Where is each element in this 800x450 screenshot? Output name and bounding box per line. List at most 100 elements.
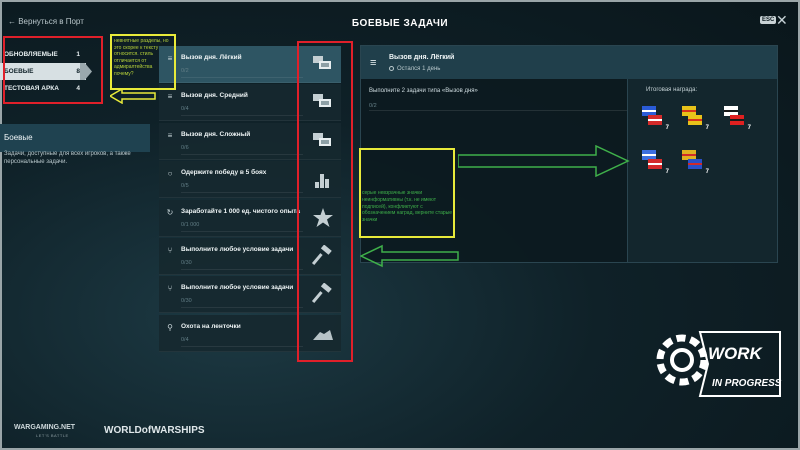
fork-icon: ⑂ bbox=[167, 245, 173, 255]
bars-icon bbox=[312, 168, 334, 190]
task-name: Вызов дня. Средний bbox=[181, 92, 248, 100]
category-description: Задачи, доступные для всех игроков, а та… bbox=[4, 151, 131, 165]
time-left: Остался 1 день bbox=[389, 66, 440, 72]
star-icon bbox=[312, 207, 334, 229]
task-row[interactable]: ⑂ Выполните любое условие задачи 0/30 bbox=[159, 276, 341, 314]
task-name: Вызов дня. Лёгкий bbox=[181, 54, 242, 61]
category-menu: ОБНОВЛЯЕМЫЕ 1 БОЕВЫЕ 8 ТЕСТОВАЯ АРКА 4 bbox=[0, 46, 86, 97]
back-to-port-link[interactable]: ← Вернуться в Порт bbox=[8, 17, 84, 26]
detail-condition: Выполните 2 задачи типа «Вызов дня» bbox=[369, 88, 478, 94]
task-progress-bar bbox=[181, 268, 303, 270]
page-title: БОЕВЫЕ ЗАДАЧИ bbox=[351, 18, 449, 29]
annotation-red-box-categories bbox=[3, 36, 103, 104]
annotation-yellow-box-text bbox=[110, 34, 176, 90]
annotation-yellow-arrow-icon bbox=[110, 88, 156, 104]
annotation-yellow-note: невнятные разделы, но это скорее к текст… bbox=[114, 38, 169, 77]
task-name: Выполните любое условие задачи bbox=[181, 245, 294, 253]
task-row[interactable]: ≡ Вызов дня. Сложный 0/6 bbox=[159, 122, 341, 160]
task-progress-bar bbox=[181, 77, 303, 78]
category-title: Боевые bbox=[4, 133, 33, 142]
task-progress: 0/30 bbox=[181, 298, 192, 305]
fork-icon: ⑂ bbox=[167, 284, 173, 294]
wargaming-logo: WARGAMING.NET bbox=[14, 424, 76, 431]
circle-icon: ○ bbox=[167, 169, 173, 179]
category-label: БОЕВЫЕ bbox=[4, 68, 34, 75]
wip-title: WORK bbox=[708, 344, 762, 363]
annotation-green-arrow-left-icon bbox=[360, 244, 459, 268]
task-name: Охота на ленточки bbox=[181, 322, 241, 330]
annotation-green-arrow-right-icon bbox=[458, 145, 630, 177]
wip-subtitle: IN PROGRESS bbox=[712, 378, 782, 389]
signal-flag-5[interactable]: 7 bbox=[680, 148, 709, 175]
esc-badge[interactable]: ESC bbox=[760, 16, 777, 24]
menu-icon: ≡ bbox=[167, 54, 173, 63]
task-name: Заработайте 1 000 ед. чистого опыта bbox=[181, 207, 301, 215]
refresh-icon: ↻ bbox=[166, 207, 174, 217]
task-name: Вызов дня. Сложный bbox=[181, 130, 251, 138]
category-count: 8 bbox=[76, 68, 80, 75]
annotation-red-box-icons bbox=[297, 41, 353, 362]
world-of-warships-logo: WORLDofWARSHIPS bbox=[104, 425, 205, 436]
time-left-text: Остался 1 день bbox=[397, 66, 441, 72]
flags-icon bbox=[312, 91, 334, 113]
task-name: Выполните любое условие задачи bbox=[181, 284, 294, 292]
category-label: ТЕСТОВАЯ АРКА bbox=[4, 85, 59, 92]
task-progress: 0/6 bbox=[181, 144, 189, 151]
reward-count: 7 bbox=[705, 169, 709, 175]
menu-icon: ≡ bbox=[370, 57, 377, 69]
task-name: Одержите победу в 5 боях bbox=[181, 169, 267, 177]
task-progress: 0/4 bbox=[181, 106, 189, 113]
work-in-progress-gear-icon bbox=[656, 331, 781, 397]
detail-progress: 0/2 bbox=[369, 103, 377, 109]
top-bar: ← Вернуться в Порт БОЕВЫЕ ЗАДАЧИ ESC ✕ bbox=[0, 0, 800, 40]
menu-icon: ≡ bbox=[167, 92, 173, 102]
signal-flag-4[interactable]: 7 bbox=[640, 148, 669, 175]
task-progress: 0/30 bbox=[181, 259, 192, 266]
reward-count: 7 bbox=[665, 125, 669, 131]
signal-flag-3[interactable]: 7 bbox=[722, 104, 751, 131]
category-count: 4 bbox=[76, 85, 80, 92]
task-progress: 0/4 bbox=[181, 336, 189, 343]
task-progress-bar bbox=[181, 192, 303, 194]
menu-icon: ≡ bbox=[167, 130, 173, 140]
wargaming-tagline: LET'S BATTLE bbox=[36, 433, 69, 438]
task-detail-header: ≡ Вызов дня. Лёгкий Остался 1 день bbox=[361, 46, 777, 79]
category-label: ОБНОВЛЯЕМЫЕ bbox=[4, 51, 58, 58]
task-row[interactable]: ≡ Вызов дня. Средний 0/4 bbox=[159, 84, 341, 122]
hammer-icon bbox=[311, 244, 334, 267]
task-progress: 0/1 000 bbox=[181, 221, 200, 228]
task-progress-bar bbox=[181, 115, 303, 117]
close-icon[interactable]: ✕ bbox=[776, 12, 788, 28]
annotation-green-note: серые невзрачные значки неинформативны (… bbox=[362, 190, 453, 224]
task-row[interactable]: ↻ Заработайте 1 000 ед. чистого опыта 0/1 … bbox=[159, 199, 341, 237]
category-count: 1 bbox=[76, 51, 80, 58]
task-row[interactable]: ⚲ Охота на ленточки 0/4 bbox=[159, 314, 341, 352]
task-progress-bar bbox=[181, 345, 303, 347]
task-detail-panel: ≡ Вызов дня. Лёгкий Остался 1 день Выпол… bbox=[360, 45, 778, 263]
flags-icon bbox=[312, 53, 334, 75]
task-progress-bar bbox=[181, 230, 303, 232]
task-progress-bar bbox=[181, 307, 303, 309]
detail-title: Вызов дня. Лёгкий bbox=[389, 54, 455, 61]
reward-label: Итоговая награда: bbox=[646, 87, 698, 93]
reward-count: 7 bbox=[665, 169, 669, 175]
flags-icon bbox=[312, 130, 334, 152]
task-progress-bar bbox=[181, 153, 303, 155]
category-test-arc[interactable]: ТЕСТОВАЯ АРКА 4 bbox=[0, 80, 86, 97]
task-list: ≡ Вызов дня. Лёгкий 0/2 ≡ Вызов дня. Средний… bbox=[159, 46, 341, 353]
reward-count: 7 bbox=[747, 125, 751, 131]
reward-count: 7 bbox=[705, 125, 709, 131]
task-row[interactable]: ≡ Вызов дня. Лёгкий 0/2 bbox=[159, 46, 341, 83]
task-row[interactable]: ⑂ Выполните любое условие задачи 0/30 bbox=[159, 237, 341, 275]
ship-icon bbox=[312, 322, 334, 344]
annotation-yellow-box-empty bbox=[359, 148, 455, 238]
signal-flag-1[interactable]: 7 bbox=[640, 104, 669, 131]
link-icon: ⚲ bbox=[167, 322, 173, 332]
task-progress: 0/2 bbox=[181, 68, 189, 74]
signal-flag-2[interactable]: 7 bbox=[680, 104, 709, 131]
category-header-panel bbox=[0, 124, 150, 152]
category-combat[interactable]: БОЕВЫЕ 8 bbox=[0, 63, 86, 80]
category-updatable[interactable]: ОБНОВЛЯЕМЫЕ 1 bbox=[0, 46, 86, 63]
